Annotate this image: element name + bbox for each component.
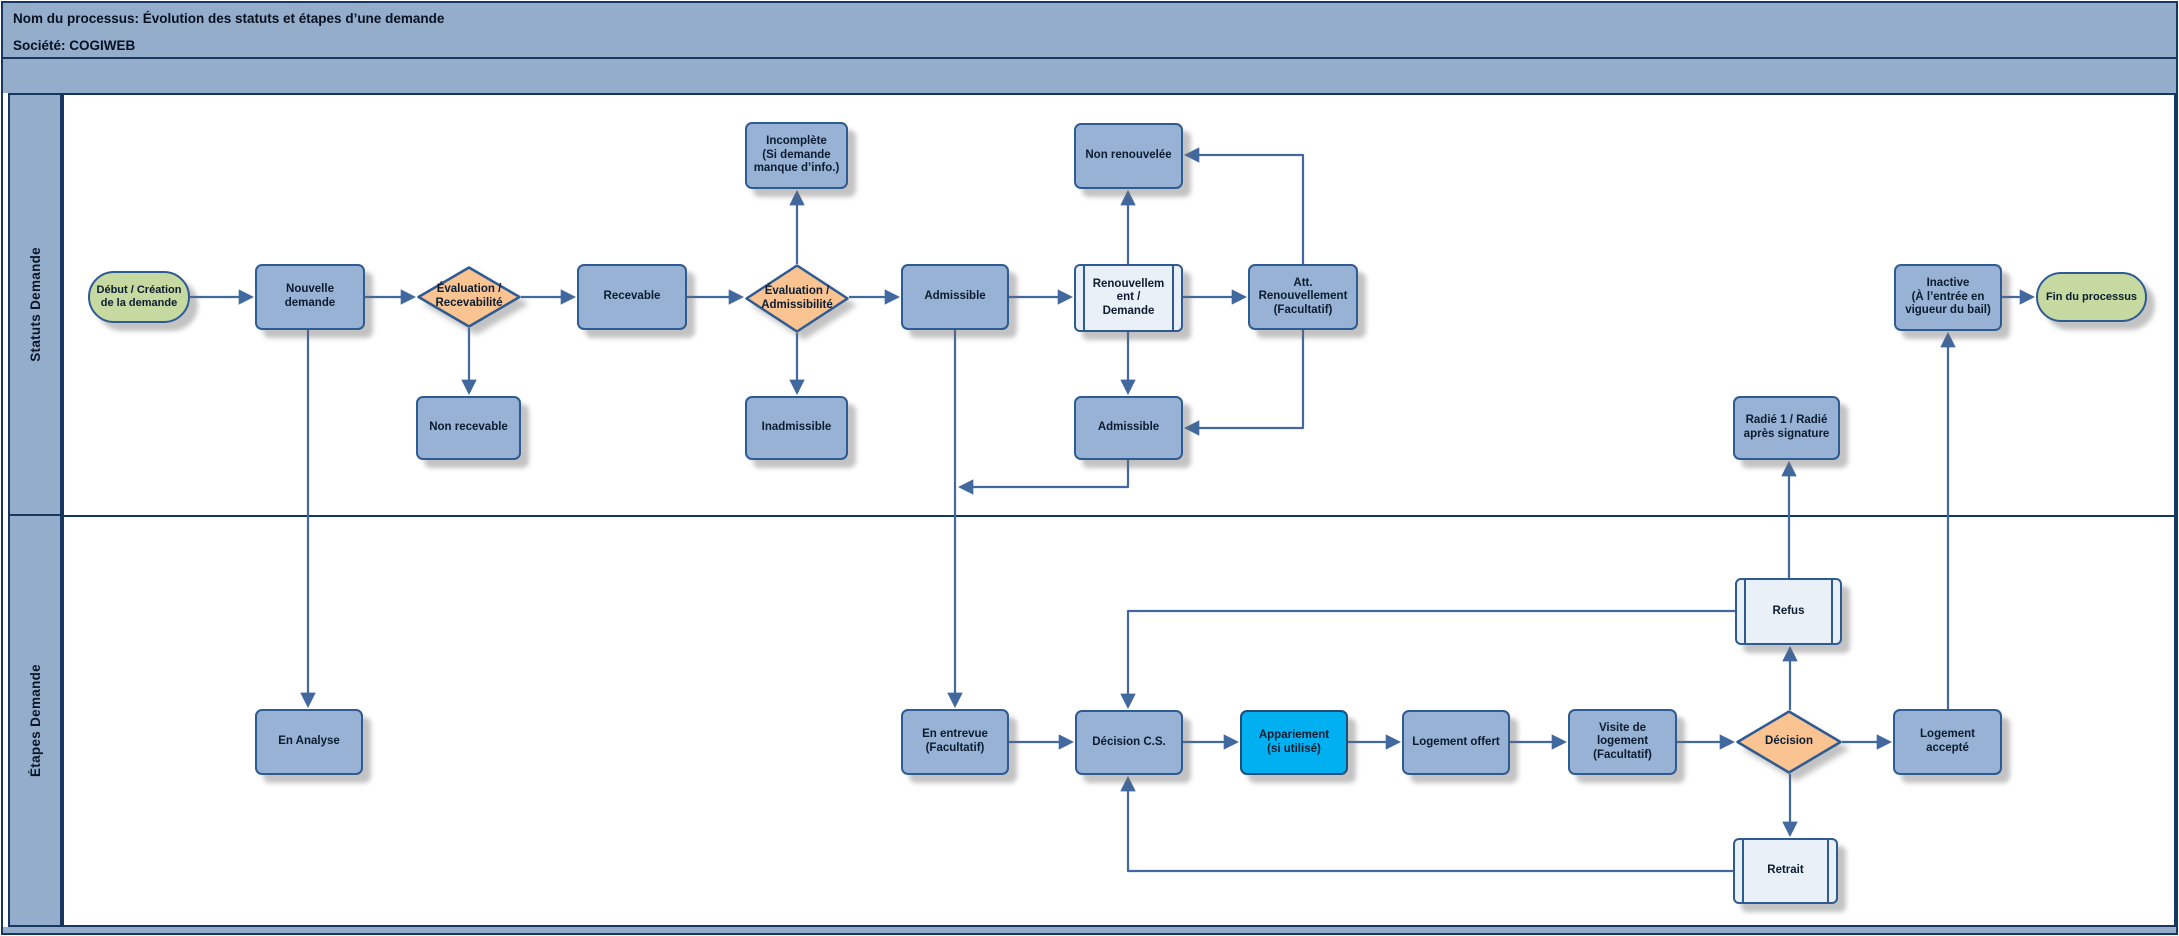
node-logement-offert: Logement offert <box>1402 710 1510 775</box>
subprocess-bar <box>1172 266 1174 330</box>
node-label: Radié 1 / Radié après signature <box>1743 414 1830 440</box>
node-admissible-1: Admissible <box>901 264 1009 330</box>
node-label: Renouvellem ent / Demande <box>1092 277 1165 317</box>
node-evaluation-admissibilite: Évaluation / Admissibilité <box>745 264 849 333</box>
node-label: Att. Renouvellement (Facultatif) <box>1258 276 1348 316</box>
node-nouvelle-demande: Nouvelle demande <box>255 264 365 330</box>
node-label: Recevable <box>603 290 661 303</box>
node-label: Visite de logement (Facultatif) <box>1593 721 1652 761</box>
process-name: Nom du processus: Évolution des statuts … <box>13 11 445 26</box>
node-label: En entrevue (Facultatif) <box>922 728 988 754</box>
node-label: Appariement (si utilisé) <box>1258 728 1330 755</box>
node-renouvellement-demande: Renouvellem ent / Demande <box>1074 264 1183 332</box>
node-label: Décision C.S. <box>1092 735 1166 748</box>
node-incomplete: Incomplète (Si demande manque d’info.) <box>745 122 848 189</box>
lane-statuts-demande: Statuts Demande <box>8 93 62 516</box>
node-label: Début / Création de la demande <box>96 284 182 309</box>
node-recevable: Recevable <box>577 264 687 330</box>
node-label: Décision <box>1765 735 1813 748</box>
lane-label-etapes: Étapes Demande <box>27 664 43 777</box>
node-label: Refus <box>1772 604 1805 617</box>
subprocess-bar <box>1827 840 1829 902</box>
node-label: Incomplète (Si demande manque d’info.) <box>753 135 840 175</box>
node-att-renouvellement: Att. Renouvellement (Facultatif) <box>1248 264 1358 330</box>
node-fin-processus: Fin du processus <box>2036 272 2147 322</box>
node-en-entrevue: En entrevue (Facultatif) <box>901 709 1009 775</box>
node-label: Non renouvelée <box>1085 149 1172 162</box>
node-label: Non recevable <box>429 421 508 434</box>
node-label: Retrait <box>1767 864 1804 877</box>
node-inadmissible: Inadmissible <box>745 396 848 460</box>
subprocess-bar <box>1742 840 1744 902</box>
node-en-analyse: En Analyse <box>255 709 363 775</box>
lane-etapes-demande: Étapes Demande <box>8 514 62 927</box>
node-visite-logement: Visite de logement (Facultatif) <box>1568 709 1677 775</box>
node-evaluation-recevabilite: Évaluation / Recevabilité <box>417 266 521 328</box>
lanes-content-area <box>62 93 2176 927</box>
lane-divider <box>62 515 2176 517</box>
header-band: Nom du processus: Évolution des statuts … <box>3 3 2176 59</box>
node-appariement: Appariement (si utilisé) <box>1240 710 1348 775</box>
node-non-renouvelee: Non renouvelée <box>1074 123 1183 189</box>
node-label: Inactive (À l’entrée en vigueur du bail) <box>1905 277 1991 317</box>
company-name: Société: COGIWEB <box>13 38 136 53</box>
node-retrait: Retrait <box>1733 838 1838 904</box>
node-non-recevable: Non recevable <box>416 396 521 460</box>
node-label: Logement offert <box>1412 735 1500 748</box>
subprocess-bar <box>1831 580 1833 643</box>
node-refus: Refus <box>1735 578 1842 645</box>
node-label: Évaluation / Admissibilité <box>761 284 833 311</box>
node-label: Admissible <box>1097 421 1160 434</box>
node-label: Évaluation / Recevabilité <box>435 283 503 309</box>
node-decision: Décision <box>1736 710 1842 774</box>
node-debut-creation: Début / Création de la demande <box>88 271 190 323</box>
sub-band <box>3 59 2176 93</box>
subprocess-bar <box>1083 266 1085 330</box>
node-inactive: Inactive (À l’entrée en vigueur du bail) <box>1894 264 2002 331</box>
node-admissible-2: Admissible <box>1074 396 1183 460</box>
node-radie: Radié 1 / Radié après signature <box>1733 396 1840 460</box>
subprocess-bar <box>1744 580 1746 643</box>
lane-label-statuts: Statuts Demande <box>27 247 43 362</box>
node-label: En Analyse <box>278 735 340 748</box>
node-decision-cs: Décision C.S. <box>1075 710 1183 775</box>
node-label: Nouvelle demande <box>284 283 336 309</box>
node-logement-accepte: Logement accepté <box>1893 709 2002 775</box>
node-label: Logement accepté <box>1920 728 1975 754</box>
node-label: Admissible <box>924 290 986 303</box>
bottom-band <box>3 927 2176 933</box>
node-label: Inadmissible <box>761 421 832 434</box>
node-label: Fin du processus <box>2045 290 2138 303</box>
